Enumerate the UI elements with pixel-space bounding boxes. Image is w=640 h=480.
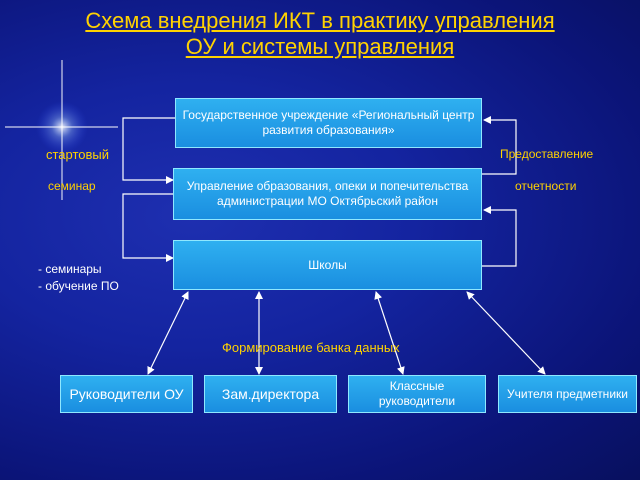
- title-line-2: ОУ и системы управления: [185, 34, 455, 59]
- arrow-schools-heads: [147, 291, 189, 375]
- arrow-dept-to-schools: [122, 193, 175, 262]
- label-provide: Предоставление: [500, 147, 594, 161]
- heads-label: Руководители ОУ: [69, 386, 184, 402]
- label-seminar: семинар: [48, 179, 96, 193]
- gov-institution-box: Государственное учреждение «Региональ­ны…: [175, 98, 482, 148]
- label-data-bank: Формирование банка данных: [222, 340, 400, 355]
- subject-teachers-box: Учителя предметники: [498, 375, 637, 413]
- class-teachers-box: Классные руководители: [348, 375, 486, 413]
- education-dept-label: Управление образования, опеки и попечите…: [186, 179, 469, 208]
- heads-box: Руководители ОУ: [60, 375, 193, 413]
- gov-institution-label: Государственное учреждение «Региональ­ны…: [182, 108, 475, 137]
- arrow-schools-teachers: [466, 291, 546, 375]
- page-title: Схема внедрения ИКТ в практику управлени…: [0, 8, 640, 60]
- arrow-dept-to-gov: [482, 116, 517, 175]
- schools-box: Школы: [173, 240, 482, 290]
- label-seminars: - семинары: [38, 262, 102, 276]
- schools-label: Школы: [308, 257, 347, 272]
- star-flare-decoration: [5, 60, 118, 200]
- education-dept-box: Управление образования, опеки и попечите…: [173, 168, 482, 220]
- arrow-schools-class: [374, 291, 405, 375]
- label-start: стартовый: [46, 147, 110, 162]
- deputy-box: Зам.директора: [204, 375, 337, 413]
- arrow-schools-to-dept: [482, 206, 517, 267]
- label-training: - обучение ПО: [38, 279, 119, 293]
- deputy-label: Зам.директора: [221, 385, 320, 402]
- class-teachers-label: Классные руководители: [378, 379, 456, 408]
- title-line-1: Схема внедрения ИКТ в практику управлени…: [85, 8, 555, 33]
- label-reporting: отчетности: [515, 179, 577, 193]
- arrow-gov-to-dept: [122, 117, 175, 184]
- subject-teachers-label: Учителя предметники: [507, 386, 628, 401]
